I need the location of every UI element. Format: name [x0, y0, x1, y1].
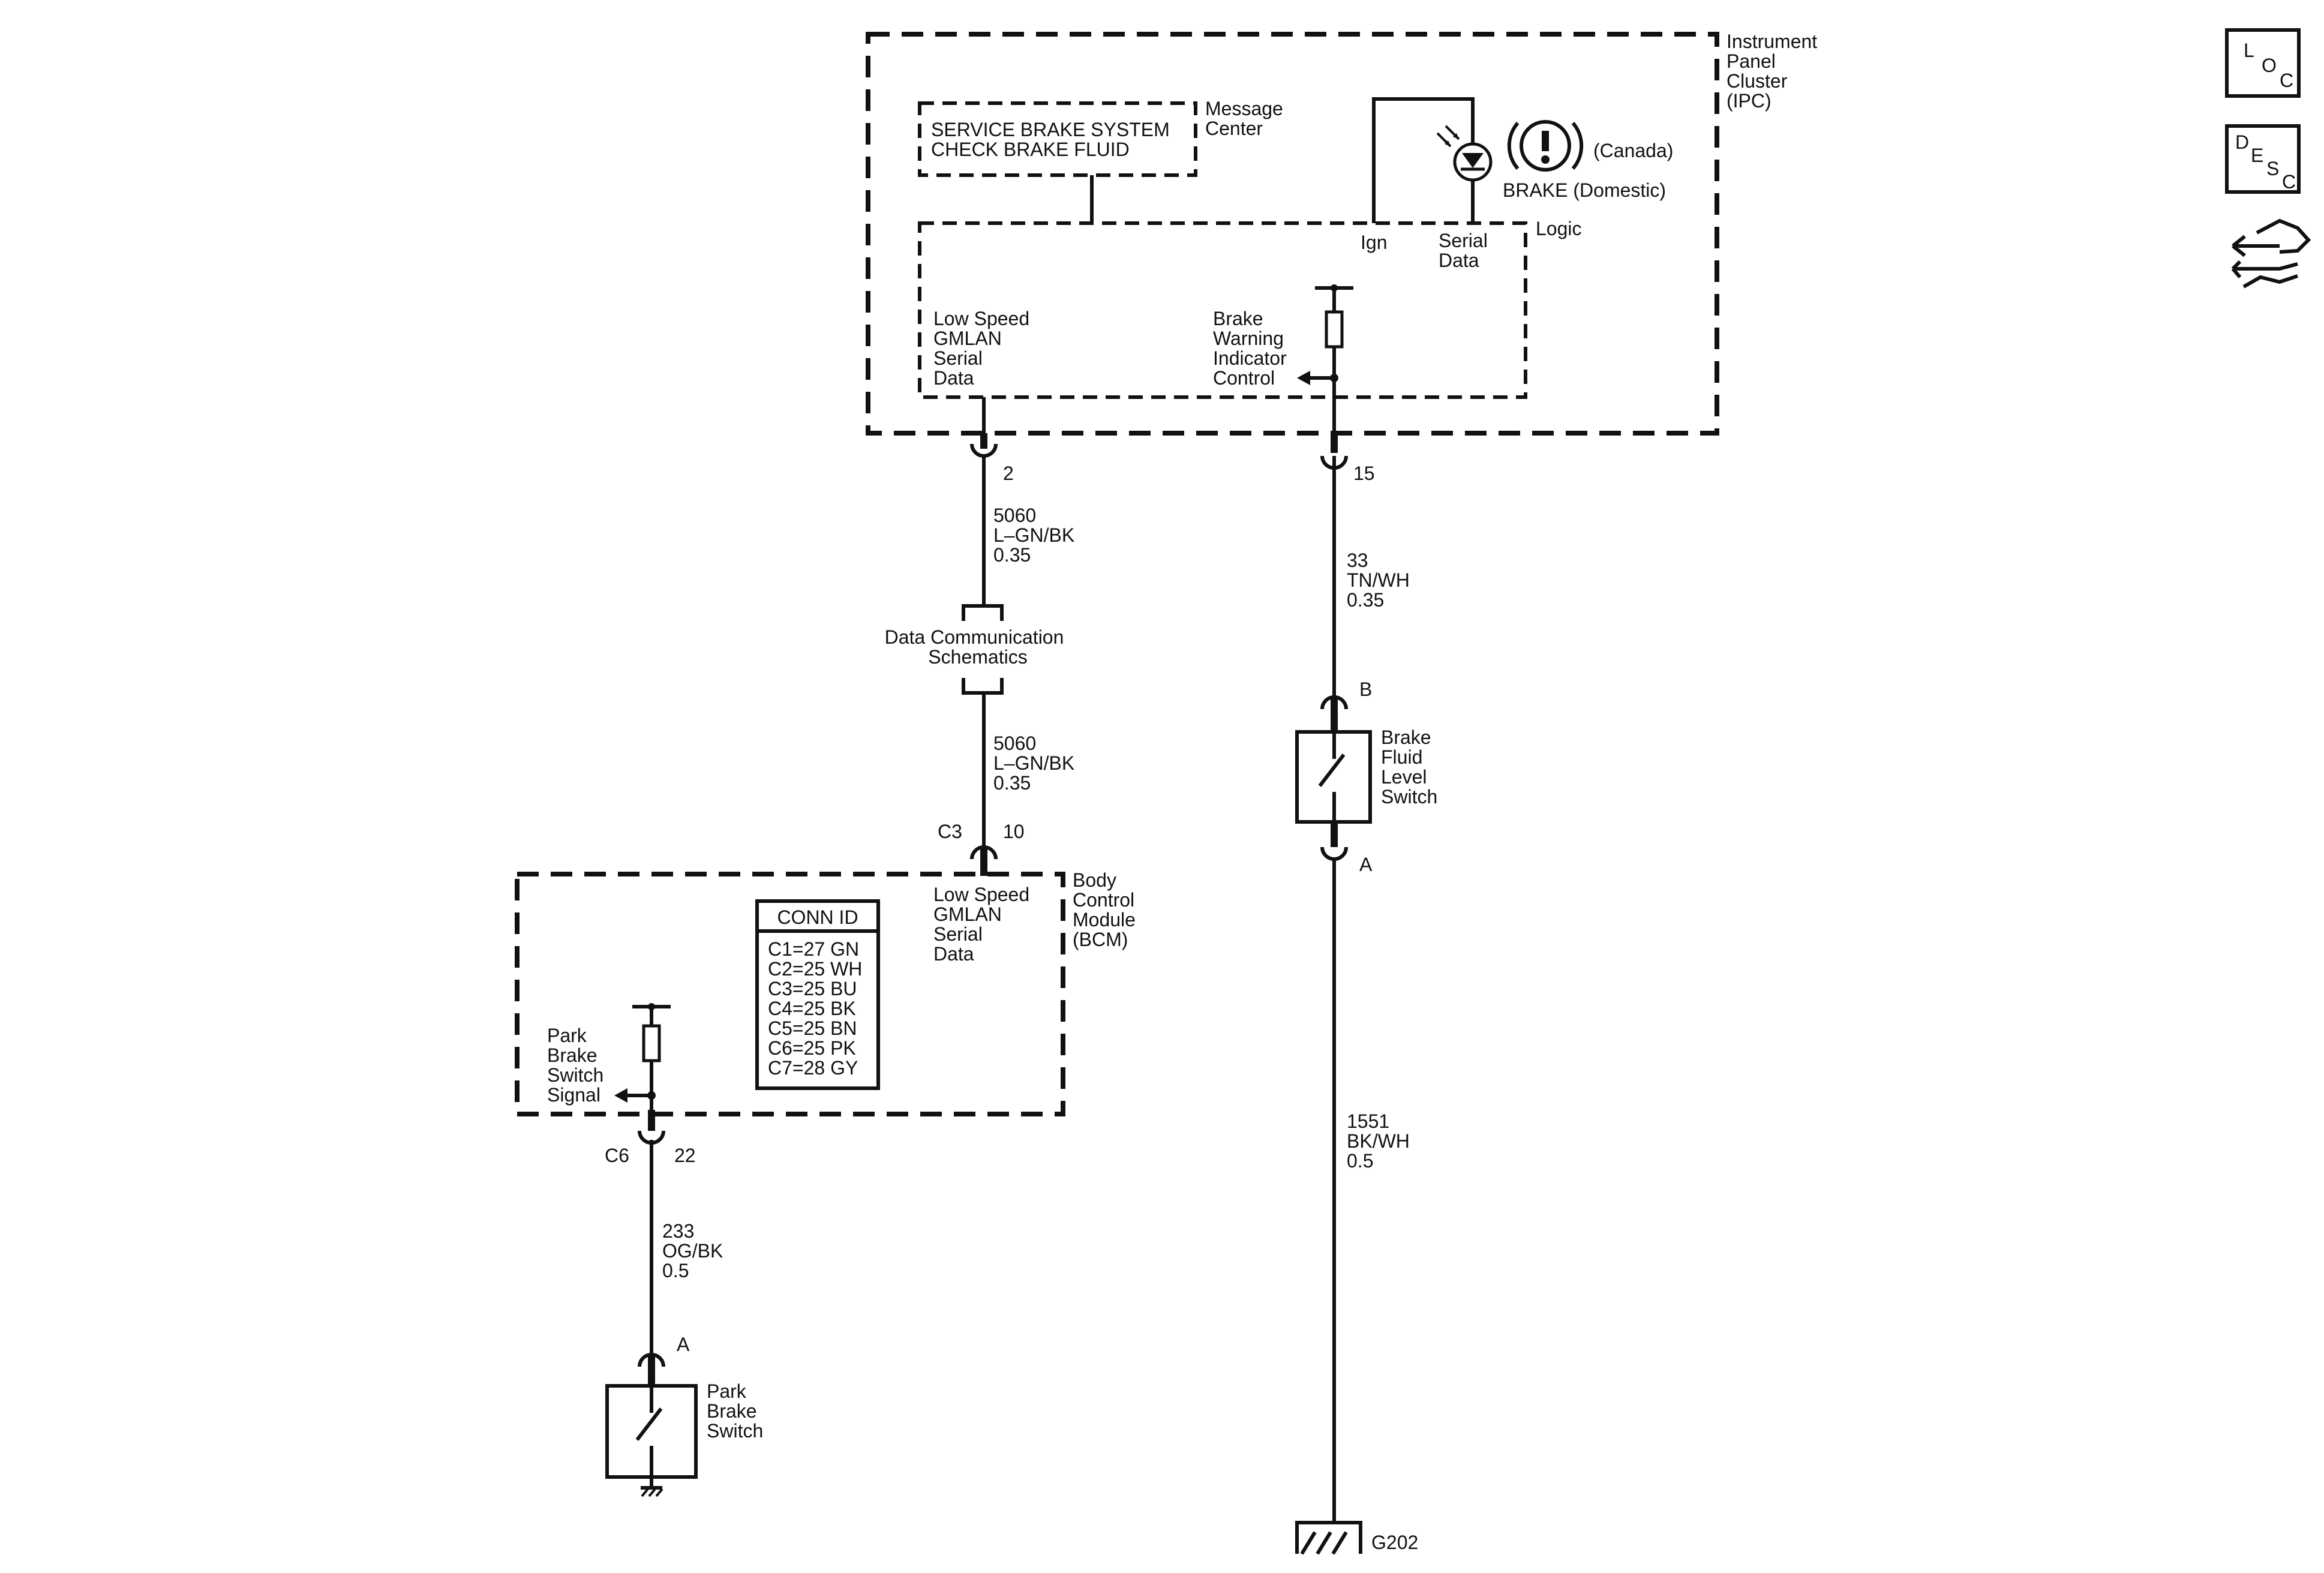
brake-warning-label-4: Control	[1213, 367, 1275, 389]
desc-letter-e: E	[2251, 145, 2263, 166]
ipc-low-speed-1: Low Speed	[933, 308, 1029, 329]
bcm-connector-c6: C6	[605, 1145, 629, 1166]
wire-gmlan-upper-circuit: 5060	[993, 505, 1036, 526]
park-brake-switch-label-3: Switch	[707, 1420, 763, 1442]
logic-label: Logic	[1536, 218, 1582, 239]
conn-id-row: C5=25 BN	[768, 1017, 857, 1039]
bcm-module: Body Control Module (BCM) Low Speed GMLA…	[515, 869, 1136, 1128]
ipc-label-1: Instrument	[1727, 31, 1817, 52]
wire-gmlan-lower-circuit: 5060	[993, 733, 1036, 754]
brake-fluid-pin-a: A	[1359, 854, 1373, 875]
wire-ground-size: 0.5	[1347, 1150, 1373, 1172]
serial-data-label-1: Serial	[1439, 230, 1488, 251]
wire-brake-warning-circuit: 33	[1347, 550, 1368, 571]
message-center-label-2: Center	[1205, 118, 1263, 139]
park-brake-switch-pin-a: A	[677, 1334, 690, 1355]
logic-block	[918, 221, 1527, 399]
park-brake-switch-label-2: Brake	[707, 1400, 757, 1422]
brake-fluid-label-1: Brake	[1381, 727, 1431, 748]
park-brake-signal-4: Signal	[547, 1084, 600, 1106]
lamp-domestic-label: BRAKE (Domestic)	[1503, 179, 1666, 201]
pullup-resistor	[1325, 310, 1344, 349]
conn-id-row: C4=25 BK	[768, 998, 856, 1019]
data-comm-label-2: Schematics	[928, 646, 1027, 668]
ipc-label-2: Panel	[1727, 50, 1776, 72]
wire-park-brake-color: OG/BK	[662, 1240, 723, 1262]
ipc-low-speed-3: Serial	[933, 347, 983, 369]
conn-id-row: C7=28 GY	[768, 1057, 858, 1079]
park-brake-switch-label-1: Park	[707, 1380, 747, 1402]
ground-g202-symbol	[1295, 1521, 1362, 1555]
ground-label: G202	[1371, 1532, 1418, 1553]
bcm-label-2: Control	[1073, 889, 1134, 911]
bcm-connector-c3: C3	[938, 821, 962, 842]
bcm-low-speed-3: Serial	[933, 923, 983, 945]
wire-ground-color: BK/WH	[1347, 1130, 1410, 1152]
brake-warning-label-1: Brake	[1213, 308, 1263, 329]
serial-data-label-2: Data	[1439, 250, 1479, 271]
loc-letter-l: L	[2244, 40, 2254, 61]
ipc-low-speed-2: GMLAN	[933, 328, 1002, 349]
wire-park-brake-size: 0.5	[662, 1260, 689, 1281]
ign-label: Ign	[1361, 232, 1387, 253]
wire-gmlan-lower-size: 0.35	[993, 772, 1031, 794]
ipc-pin-2: 2	[1003, 463, 1014, 484]
ipc-module: Instrument Panel Cluster (IPC) SERVICE B…	[866, 31, 1817, 444]
brake-warning-icon	[1507, 120, 1584, 172]
ipc-pin-15: 15	[1353, 463, 1375, 484]
brake-fluid-pin-b: B	[1359, 679, 1372, 700]
lamp-canada-label: (Canada)	[1593, 140, 1673, 161]
park-brake-pullup-resistor	[642, 1024, 661, 1062]
loc-button[interactable]: L O C	[2225, 28, 2301, 98]
message-center-display	[918, 101, 1197, 177]
bcm-low-speed-1: Low Speed	[933, 884, 1029, 905]
park-brake-signal-1: Park	[547, 1025, 587, 1046]
brake-fluid-label-3: Level	[1381, 766, 1427, 788]
wire-brake-warning-size: 0.35	[1347, 589, 1384, 611]
desc-letter-c: C	[2282, 171, 2296, 193]
ipc-pin-2-connector	[970, 443, 998, 458]
ipc-label-3: Cluster	[1727, 70, 1788, 92]
bcm-low-speed-4: Data	[933, 943, 974, 965]
bcm-label-1: Body	[1073, 869, 1116, 891]
wire-park-brake-circuit: 233	[662, 1220, 694, 1242]
ipc-label-4: (IPC)	[1727, 90, 1771, 112]
bcm-pin-22: 22	[674, 1145, 696, 1166]
message-center-line-1: SERVICE BRAKE SYSTEM	[931, 119, 1170, 140]
conn-id-title: CONN ID	[777, 906, 858, 928]
brake-lamp	[1436, 125, 1493, 182]
wire-gmlan-upper-size: 0.35	[993, 544, 1031, 566]
park-brake-switch-ground	[641, 1477, 663, 1497]
brake-warning-label-2: Warning	[1213, 328, 1284, 349]
wire-ground-circuit: 1551	[1347, 1110, 1389, 1132]
conn-id-row: C2=25 WH	[768, 958, 862, 980]
wire-gmlan-lower-color: L–GN/BK	[993, 752, 1074, 774]
wire-brake-warning-color: TN/WH	[1347, 569, 1410, 591]
conn-id-table: CONN ID C1=27 GN C2=25 WH C3=25 BU C4=25…	[755, 899, 880, 1090]
conn-id-row: C3=25 BU	[768, 978, 857, 999]
loc-letter-o: O	[2262, 55, 2277, 76]
brake-warning-label-3: Indicator	[1213, 347, 1287, 369]
desc-letter-d: D	[2235, 131, 2249, 153]
bcm-label-4: (BCM)	[1073, 929, 1128, 950]
desc-button[interactable]: D E S C	[2225, 124, 2301, 194]
park-brake-signal-2: Brake	[547, 1044, 597, 1066]
wire-gmlan-upper-color: L–GN/BK	[993, 524, 1074, 546]
brake-fluid-label-2: Fluid	[1381, 746, 1422, 768]
message-center-line-2: CHECK BRAKE FLUID	[931, 139, 1130, 160]
loc-letter-c: C	[2280, 70, 2293, 91]
hand-wrench-icon[interactable]	[2231, 218, 2311, 289]
ipc-low-speed-4: Data	[933, 367, 974, 389]
bcm-low-speed-2: GMLAN	[933, 903, 1002, 925]
park-brake-signal-3: Switch	[547, 1064, 603, 1086]
desc-letter-s: S	[2266, 158, 2279, 179]
conn-id-row: C6=25 PK	[768, 1037, 856, 1059]
conn-id-row: C1=27 GN	[768, 938, 859, 960]
bcm-label-3: Module	[1073, 909, 1136, 930]
message-center-label-1: Message	[1205, 98, 1283, 119]
brake-fluid-label-4: Switch	[1381, 786, 1437, 807]
data-comm-label-1: Data Communication	[885, 626, 1064, 648]
bcm-pin-10: 10	[1003, 821, 1025, 842]
